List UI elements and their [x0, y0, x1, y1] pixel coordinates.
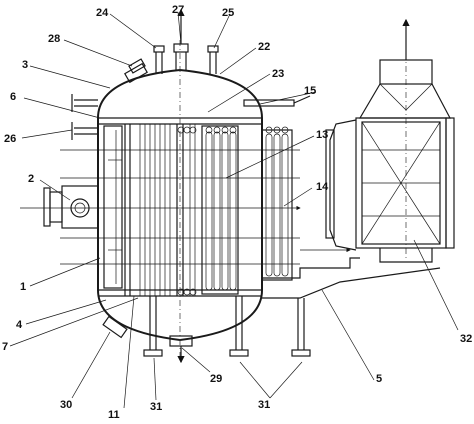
label-11: 11 — [108, 409, 120, 421]
connecting-duct — [262, 247, 441, 299]
label-3: 3 — [22, 59, 28, 71]
pipe-15 — [243, 95, 311, 107]
label-29: 29 — [210, 373, 222, 385]
label-14: 14 — [316, 181, 329, 193]
leader-lines — [9, 11, 459, 409]
label-22: 22 — [258, 41, 270, 53]
label-13: 13 — [316, 129, 328, 141]
label-6: 6 — [10, 91, 16, 103]
coil-group-center — [177, 126, 197, 296]
part-labels: 24 27 25 28 22 3 23 15 6 13 26 2 14 1 4 … — [2, 4, 472, 421]
label-26: 26 — [4, 133, 16, 145]
left-nozzles — [71, 94, 98, 140]
label-24: 24 — [96, 7, 109, 19]
label-2: 2 — [28, 173, 34, 185]
label-31-right: 31 — [258, 399, 270, 411]
label-30: 30 — [60, 399, 72, 411]
label-28: 28 — [48, 33, 60, 45]
label-23: 23 — [272, 68, 284, 80]
left-baffle — [103, 125, 123, 289]
label-31-left: 31 — [150, 401, 162, 413]
manhole-28 — [124, 58, 148, 84]
label-32: 32 — [460, 333, 472, 345]
label-25: 25 — [222, 7, 234, 19]
bottom-parts — [102, 296, 311, 364]
label-27: 27 — [172, 4, 184, 16]
tube-bundle — [124, 124, 196, 296]
label-5: 5 — [376, 373, 382, 385]
label-1: 1 — [20, 281, 26, 293]
coil-group-14 — [261, 126, 293, 281]
label-15: 15 — [304, 85, 316, 97]
top-nozzles — [153, 8, 219, 74]
inlet-nozzle-2 — [43, 185, 99, 229]
right-unit-32 — [325, 18, 455, 263]
label-4: 4 — [16, 319, 23, 331]
coil-group-13 — [201, 125, 239, 295]
label-7: 7 — [2, 341, 8, 353]
